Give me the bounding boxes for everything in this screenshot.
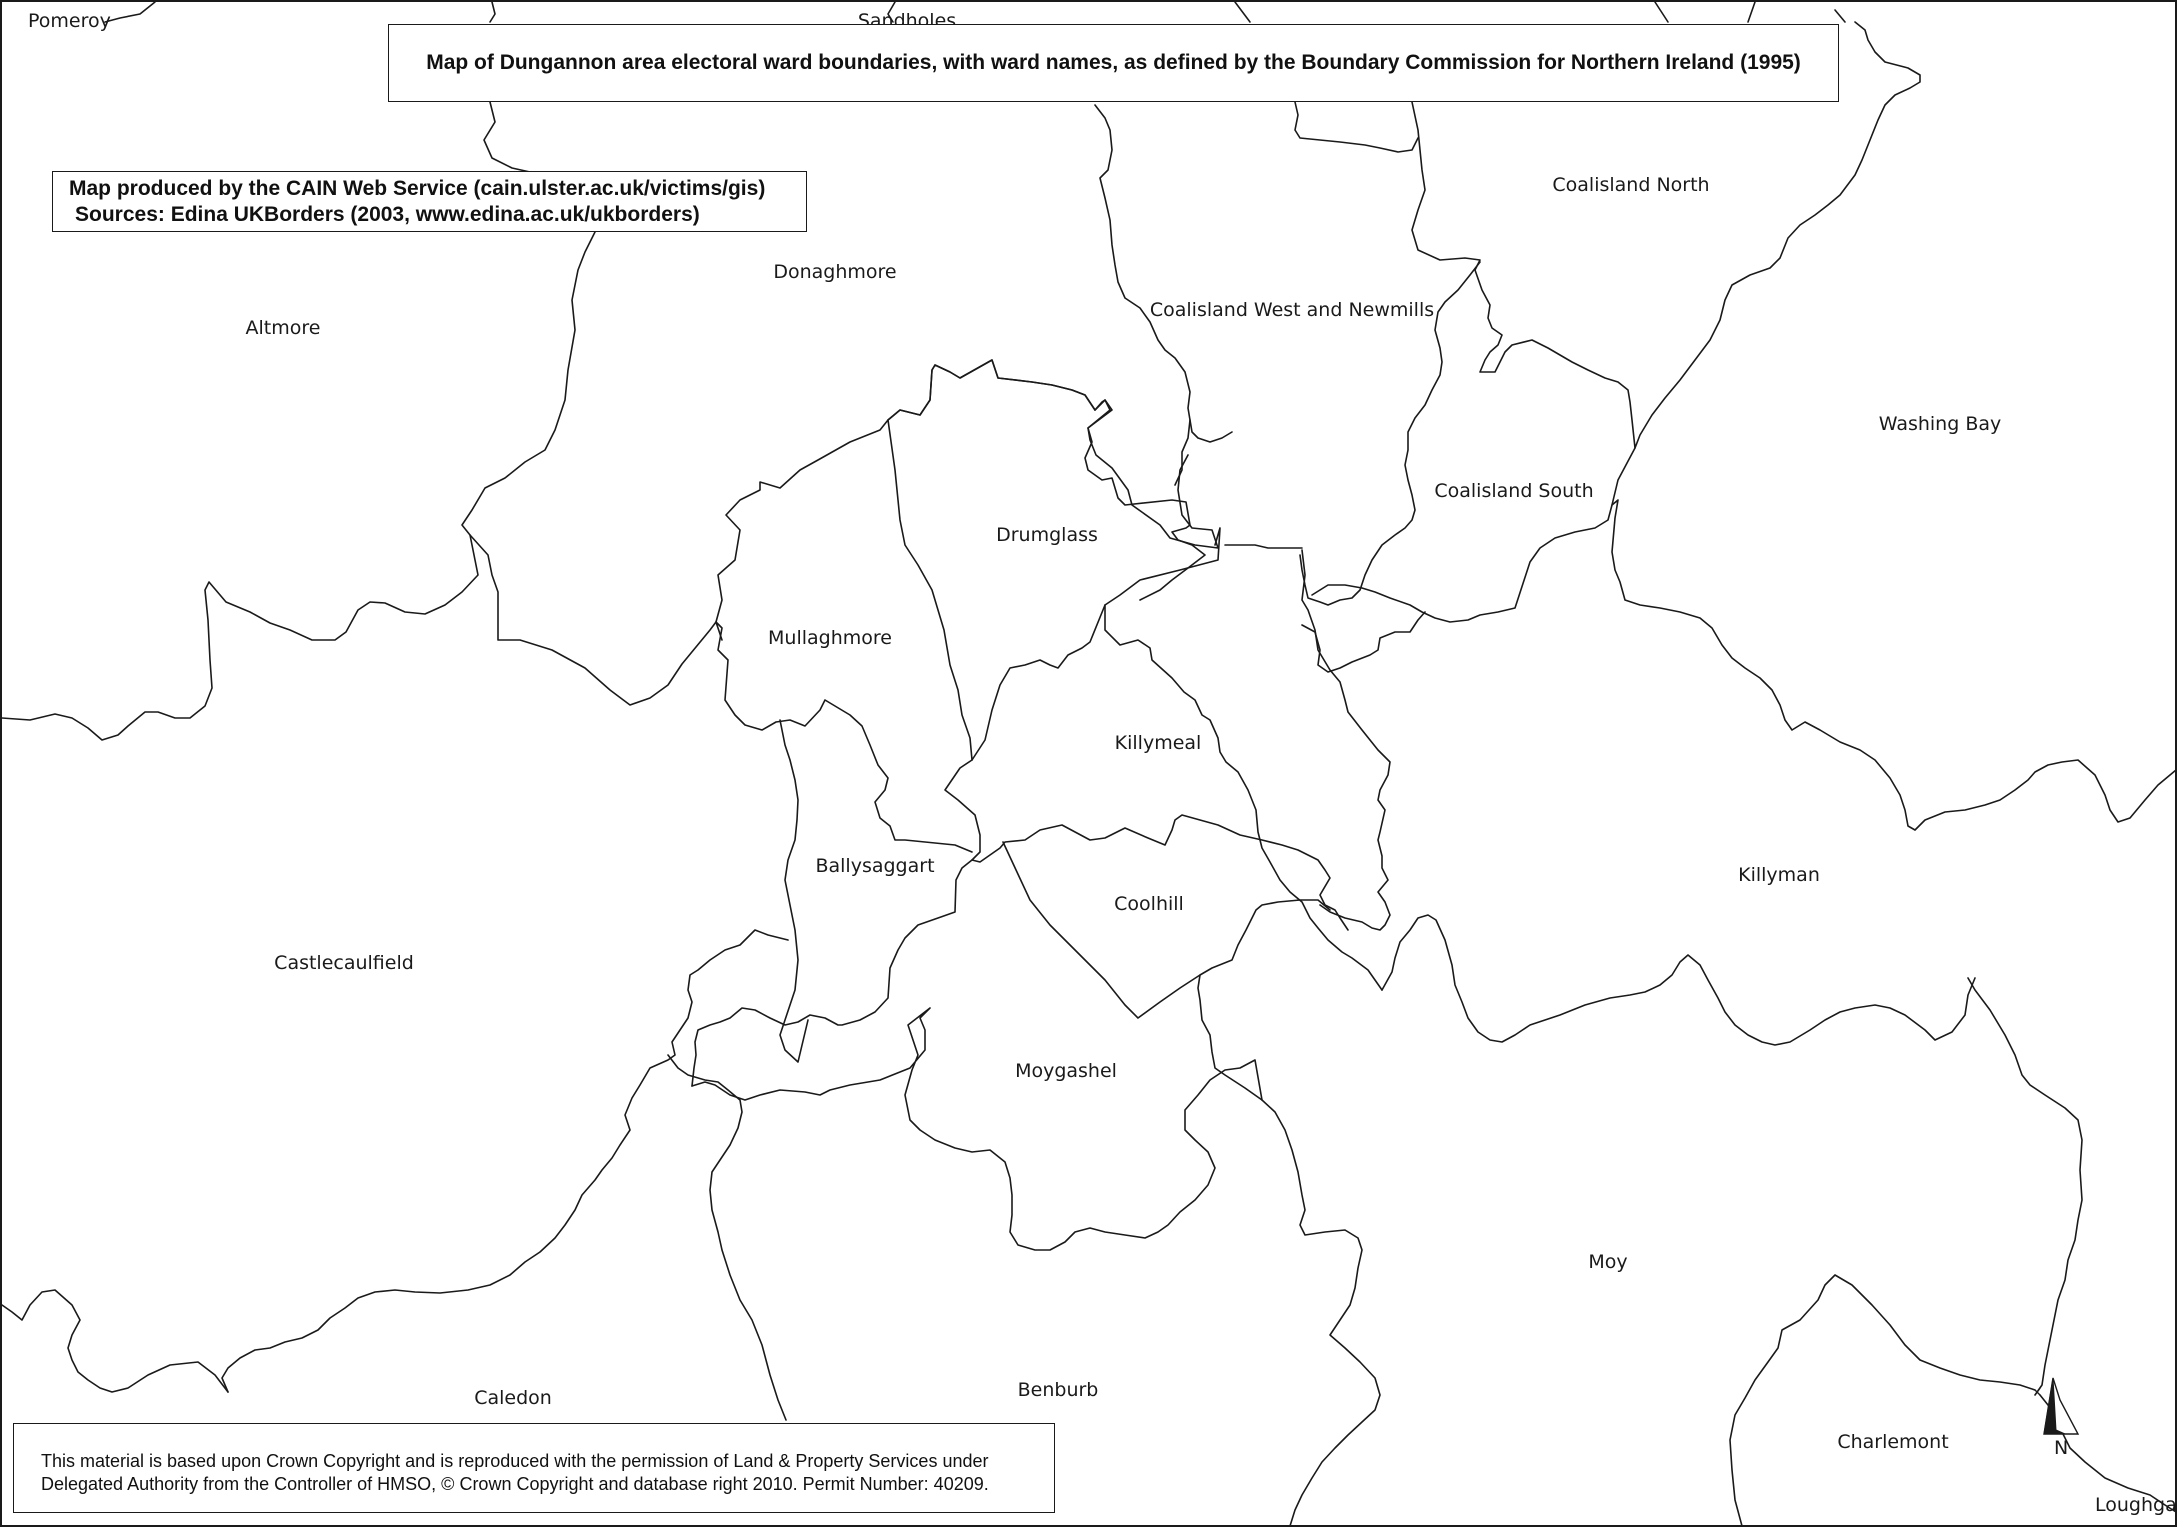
boundary-washing-bay-north [1611, 21, 1921, 506]
ward-label-charlemont: Charlemont [1837, 1431, 1948, 1453]
ward-label-caledon: Caledon [474, 1387, 552, 1409]
copyright-line-2: Delegated Authority from the Controller … [41, 1474, 989, 1494]
credit-line-1: Map produced by the CAIN Web Service (ca… [69, 177, 766, 200]
boundary-drumglass-north [887, 359, 1096, 421]
boundary-top-small-3 [1747, 1, 1756, 23]
boundary-ballysaggart-moygashel [691, 859, 973, 1087]
ward-label-ballysaggart: Ballysaggart [815, 855, 934, 877]
ward-label-killyman: Killyman [1738, 864, 1820, 886]
ward-label-coolhill: Coolhill [1114, 893, 1184, 915]
boundary-pomeroy-donaghmore [104, 1, 156, 23]
boundary-altmore-donaghmore [1, 231, 596, 741]
boundary-killymeal-east [1301, 549, 1391, 931]
boundary-moy-killyman [1381, 914, 1976, 1046]
boundary-ballysaggart-castlecaulfield [779, 719, 809, 1063]
ward-label-coalisland-north: Coalisland North [1552, 174, 1709, 196]
boundary-mullaghmore-west [715, 359, 1219, 623]
north-arrow-icon [2034, 1377, 2080, 1435]
boundary-moy-east [1967, 977, 2083, 1396]
copyright-box: This material is based upon Crown Copyri… [13, 1423, 1055, 1513]
ward-label-moygashel: Moygashel [1015, 1060, 1117, 1082]
map-title-box: Map of Dungannon area electoral ward bou… [388, 24, 1839, 102]
ward-label-killymeal: Killymeal [1115, 732, 1202, 754]
ward-label-coalisland-west-and-newmills: Coalisland West and Newmills [1150, 299, 1434, 321]
boundary-mullaghmore-drumglass [887, 419, 973, 761]
boundary-coalisland-west-mid [1299, 261, 1481, 606]
ward-label-pomeroy: Pomeroy [28, 10, 111, 32]
ward-label-benburb: Benburb [1018, 1379, 1099, 1401]
boundary-drumglass-coalisland-west [1084, 399, 1206, 601]
boundary-coalisland-north-west [1411, 101, 1636, 449]
boundary-coolhill [1002, 841, 1331, 1019]
boundary-sandholes-east [887, 1, 896, 23]
ward-label-donaghmore: Donaghmore [773, 261, 896, 283]
boundary-donaghmore-upper [483, 101, 531, 173]
boundary-charlemont-north [1729, 1274, 2036, 1527]
boundary-coalisland-west-east [1094, 104, 1191, 486]
credit-box: Map produced by the CAIN Web Service (ca… [52, 171, 807, 232]
boundary-moygashel-moy [1197, 974, 1263, 1101]
north-arrow-label: N [2054, 1437, 2068, 1459]
boundary-coalisland-south-killymeal [1224, 544, 1303, 549]
boundary-killymeal-killyman [1301, 611, 1426, 673]
boundary-killymeal-south [944, 759, 1349, 931]
boundary-mullaghmore-ballysaggart [715, 621, 973, 853]
ward-label-moy: Moy [1588, 1251, 1627, 1273]
ward-label-mullaghmore: Mullaghmore [768, 627, 892, 649]
ward-label-altmore: Altmore [246, 317, 321, 339]
boundary-coalisland-west-south [1189, 419, 1233, 443]
boundary-donaghmore-mullaghmore [469, 534, 723, 706]
boundary-killymeal-west [971, 604, 1106, 761]
boundary-benburb-moygashel [691, 1007, 1263, 1251]
boundary-caledon-west [1, 1289, 229, 1393]
boundary-benburb-moy [1261, 1099, 1381, 1527]
boundary-killyman-north [1311, 499, 2177, 831]
boundary-coalisland-west-north [1294, 101, 1419, 153]
ward-label-washing-bay: Washing Bay [1879, 413, 2002, 435]
map-title: Map of Dungannon area electoral ward bou… [426, 51, 1801, 74]
ward-label-coalisland-south: Coalisland South [1434, 480, 1593, 502]
credit-line-2: Sources: Edina UKBorders (2003, www.edin… [75, 203, 700, 226]
boundary-sandholes-west [489, 1, 496, 23]
boundary-castlecaulfield-benburb [221, 929, 789, 1393]
copyright-line-1: This material is based upon Crown Copyri… [41, 1451, 989, 1471]
boundary-top-small-1 [1234, 1, 1251, 23]
boundary-caledon-benburb [667, 1054, 787, 1421]
ward-label-castlecaulfield: Castlecaulfield [274, 952, 414, 974]
boundary-top-small-4 [1834, 9, 1846, 23]
ward-label-loughgall: Loughgall [2095, 1494, 2177, 1516]
boundary-top-small-2 [1654, 1, 1669, 23]
ward-label-drumglass: Drumglass [996, 524, 1098, 546]
